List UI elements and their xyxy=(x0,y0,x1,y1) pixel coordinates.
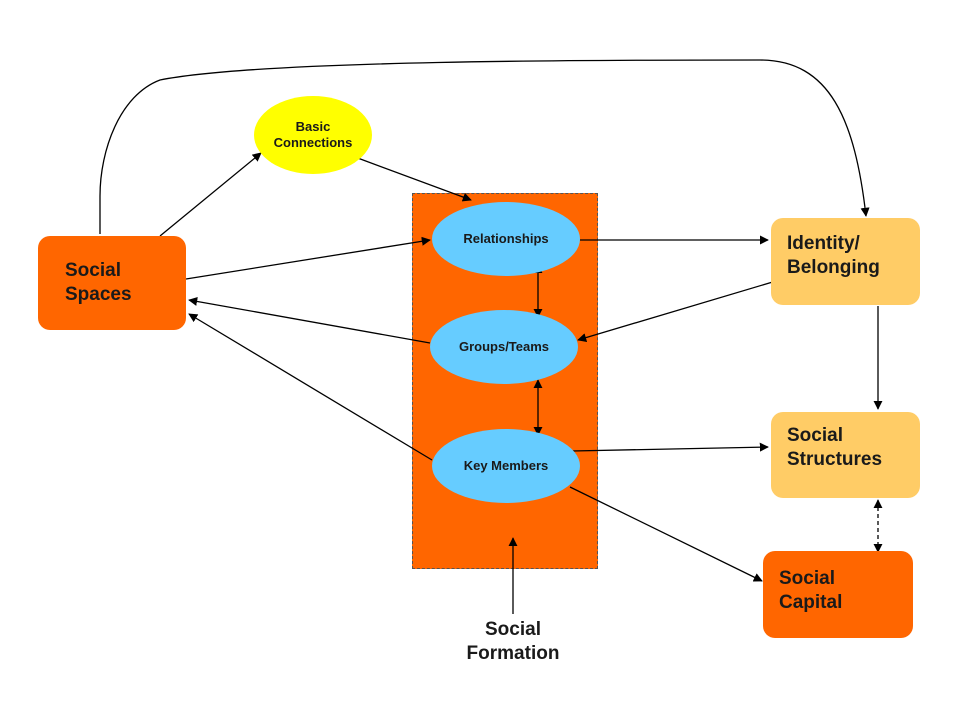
arrow-basic-to-relationships xyxy=(354,156,472,202)
key-members-label: Key Members xyxy=(463,457,549,473)
social-structures-node: Social Structures xyxy=(771,412,920,498)
identity-belonging-node: Identity/ Belonging xyxy=(771,218,920,305)
social-capital-node: Social Capital xyxy=(763,551,913,638)
social-formation-label-box: Social Formation xyxy=(440,616,586,668)
arrow-keymembers-to-spaces xyxy=(188,313,433,461)
arrow-groups-to-spaces xyxy=(188,296,431,344)
social-spaces-node: Social Spaces xyxy=(38,236,186,330)
basic-connections-node: Basic Connections xyxy=(254,96,372,174)
relationships-label: Relationships xyxy=(463,230,549,246)
social-spaces-label: Social Spaces xyxy=(65,260,132,305)
social-formation-label: Social Formation xyxy=(466,619,560,664)
social-capital-label: Social Capital xyxy=(779,568,843,613)
basic-connections-label: Basic Connections xyxy=(273,118,353,150)
identity-belonging-label: Identity/ Belonging xyxy=(787,233,880,278)
arrow-keymembers-to-structures xyxy=(571,442,769,452)
key-members-node: Key Members xyxy=(432,429,580,503)
arrow-spaces-to-identity-arc xyxy=(99,59,870,234)
groups-teams-label: Groups/Teams xyxy=(458,338,550,354)
arrow-keymembers-to-capital xyxy=(569,486,763,582)
arrow-spaces-to-basic xyxy=(159,152,262,237)
arrow-identity-to-groups xyxy=(577,280,777,343)
arrow-spaces-to-relationships xyxy=(185,236,431,280)
groups-teams-node: Groups/Teams xyxy=(430,310,578,384)
relationships-node: Relationships xyxy=(432,202,580,276)
social-structures-label: Social Structures xyxy=(787,425,883,470)
